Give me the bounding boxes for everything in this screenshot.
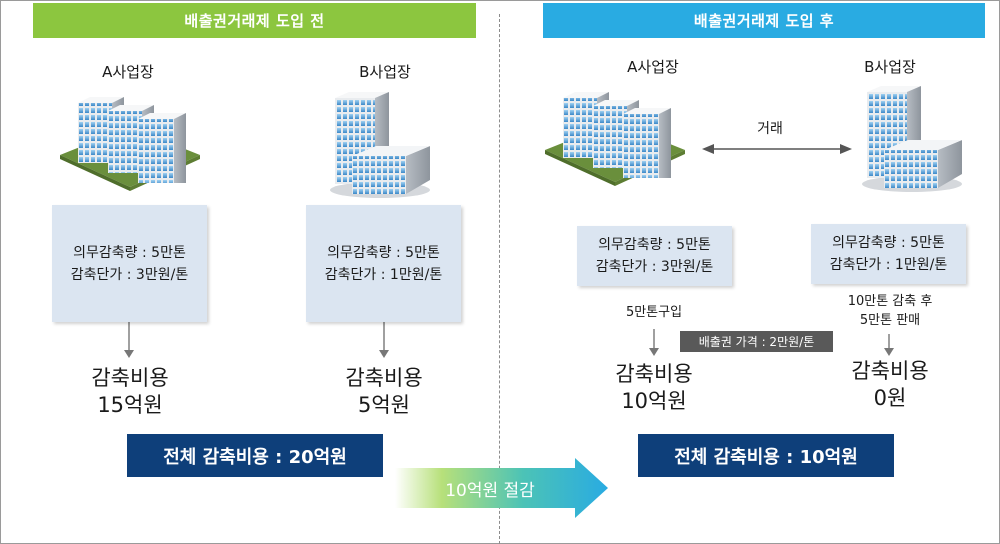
before-total-cost: 전체 감축비용 : 20억원: [127, 434, 383, 477]
after-site-a-info: 의무감축량 : 5만톤 감축단가 : 3만원/톤: [577, 226, 732, 286]
after-site-b-cost: 감축비용 0원: [815, 358, 965, 412]
down-arrow: [379, 322, 389, 358]
after-site-a-unit-cost: 감축단가 : 3만원/톤: [595, 259, 714, 275]
office-tower-icon: [330, 92, 430, 198]
after-site-b-obligation: 의무감축량 : 5만톤: [832, 235, 945, 251]
before-site-a-label: A사업장: [102, 63, 154, 81]
after-site-b-note-line1: 10만톤 감축 후: [847, 294, 933, 309]
after-site-a-obligation: 의무감축량 : 5만톤: [598, 237, 711, 253]
after-site-b-info: 의무감축량 : 5만톤 감축단가 : 1만원/톤: [811, 224, 966, 284]
office-complex-icon: [545, 92, 685, 186]
before-site-b-label: B사업장: [359, 63, 411, 81]
savings-label: 10억원 절감: [445, 480, 535, 501]
down-arrow: [649, 329, 659, 356]
after-site-a-label: A사업장: [627, 58, 679, 76]
before-site-b-cost: 감축비용 5억원: [309, 365, 459, 419]
down-arrow: [884, 334, 894, 356]
after-site-b-unit-cost: 감축단가 : 1만원/톤: [829, 257, 948, 273]
trade-label: 거래: [757, 121, 783, 137]
cost-title: 감축비용: [91, 366, 169, 390]
cost-value: 15억원: [97, 393, 163, 417]
before-site-b-obligation: 의무감축량 : 5만톤: [327, 244, 440, 261]
office-tower-icon: [862, 86, 962, 192]
after-site-b-label: B사업장: [864, 58, 916, 76]
header-before: 배출권거래제 도입 전: [33, 3, 476, 38]
before-site-b-info: 의무감축량 : 5만톤 감축단가 : 1만원/톤: [306, 205, 461, 322]
header-after: 배출권거래제 도입 후: [543, 3, 985, 38]
after-site-a-note-text: 5만톤구입: [625, 305, 683, 320]
office-complex-icon: [60, 97, 200, 191]
savings-arrow: [395, 458, 608, 518]
before-site-a-cost: 감축비용 15억원: [55, 365, 205, 419]
trade-double-arrow: [702, 144, 852, 154]
down-arrow: [124, 322, 134, 358]
cost-value: 5억원: [357, 393, 410, 417]
cost-value: 10억원: [621, 389, 687, 413]
cost-value: 0원: [873, 386, 907, 410]
after-site-b-note-line2: 5만톤 판매: [859, 313, 921, 328]
cost-title: 감축비용: [615, 362, 693, 386]
cost-title: 감축비용: [851, 359, 929, 383]
before-site-b-unit-cost: 감축단가 : 1만원/톤: [324, 266, 443, 283]
cost-title: 감축비용: [345, 366, 423, 390]
section-divider: [499, 14, 500, 544]
price-tag: 배출권 가격 : 2만원/톤: [680, 331, 833, 352]
before-site-a-unit-cost: 감축단가 : 3만원/톤: [70, 266, 189, 283]
after-site-b-note: 10만톤 감축 후 5만톤 판매: [830, 292, 950, 330]
before-site-a-info: 의무감축량 : 5만톤 감축단가 : 3만원/톤: [52, 205, 207, 322]
after-total-cost: 전체 감축비용 : 10억원: [638, 434, 894, 477]
after-site-a-cost: 감축비용 10억원: [579, 361, 729, 415]
after-site-a-note: 5만톤구입: [598, 303, 710, 322]
before-site-a-obligation: 의무감축량 : 5만톤: [73, 244, 186, 261]
